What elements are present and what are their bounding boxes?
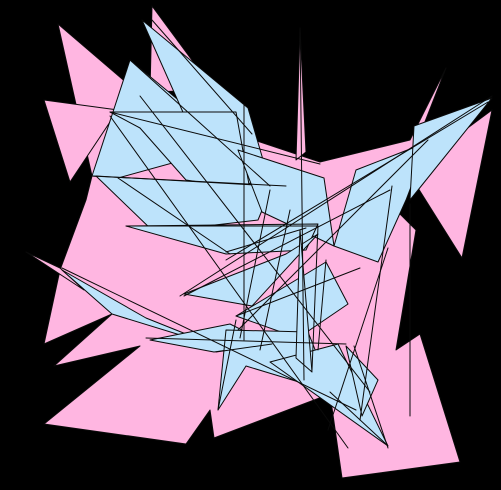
line-stroke xyxy=(109,111,321,165)
line-stroke xyxy=(109,115,349,449)
line-stroke xyxy=(145,337,347,345)
blue-polygon xyxy=(125,223,319,255)
pink-polygon xyxy=(43,99,119,183)
line-stroke xyxy=(259,209,291,351)
line-stroke xyxy=(329,391,387,445)
line-stroke xyxy=(237,139,429,331)
line-stroke xyxy=(215,343,273,353)
line-stroke xyxy=(311,225,319,371)
blue-polygon xyxy=(235,261,349,339)
line-stroke xyxy=(139,95,371,393)
line-stroke xyxy=(235,267,361,317)
blue-shapes xyxy=(61,19,493,447)
line-stroke xyxy=(225,101,489,261)
line-stroke xyxy=(353,345,389,449)
blue-polygon xyxy=(409,97,493,201)
line-stroke xyxy=(117,177,231,255)
line-stroke xyxy=(179,95,493,297)
line-strokes xyxy=(61,19,493,449)
line-stroke xyxy=(239,189,271,339)
line-stroke xyxy=(217,319,237,411)
line-stroke xyxy=(183,189,391,297)
line-stroke xyxy=(61,267,357,411)
line-stroke xyxy=(129,59,271,187)
line-stroke xyxy=(151,19,253,135)
line-stroke xyxy=(91,175,287,187)
line-stroke xyxy=(317,259,327,351)
line-stroke xyxy=(225,227,307,253)
line-stroke xyxy=(299,27,305,381)
